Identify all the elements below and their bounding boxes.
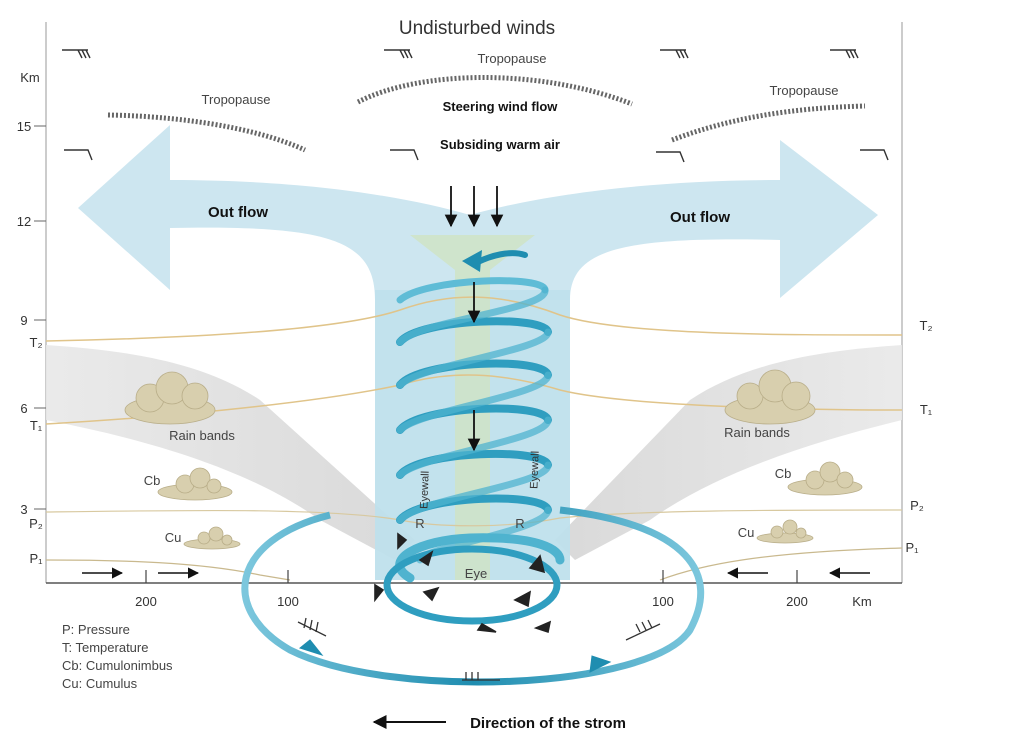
cloud-rainbands-left [124,371,216,425]
tropopause-center-line [356,75,633,107]
right-level-t2: T₂ [920,318,933,333]
cu-right-label: Cu [738,525,755,540]
tropopause-left-line [107,112,307,153]
eyewall-right-label: Eyewall [528,451,541,489]
wind-barb-icon [297,617,327,637]
y-axis-unit: Km [20,70,40,85]
wind-barb-icon [418,550,434,567]
cb-right-label: Cb [775,466,792,481]
steering-wind-label: Steering wind flow [443,99,559,114]
y-tick-12: 12 [17,214,31,229]
left-level-t2: T₂ [30,335,43,350]
legend-pressure: P: Pressure [62,622,130,637]
cloud-cu-right [756,519,814,544]
x-axis-ticks [145,570,798,583]
y-tick-9: 9 [20,313,27,328]
wind-barb-icon [656,151,685,163]
p2-line [45,509,903,527]
r-left-label: R [415,516,424,531]
y-tick-3: 3 [20,502,27,517]
wind-barb-icon [533,620,552,634]
tropopause-right-line [671,103,866,143]
wind-barb-icon [528,554,546,574]
wind-barb-icon [422,586,440,602]
diagram-title: Undisturbed winds [399,18,555,39]
subsiding-arrows [444,186,504,452]
right-level-p1: P₁ [905,540,919,555]
left-level-t1: T₁ [30,418,43,433]
x-tick-100-left: 100 [277,594,299,609]
legend-cumulus: Cu: Cumulus [62,676,138,691]
cb-left-label: Cb [144,473,161,488]
tropopause-right-label: Tropopause [770,83,839,98]
cloud-rainbands-right [724,369,816,425]
cu-left-label: Cu [165,530,182,545]
tropopause-center-label: Tropopause [478,51,547,66]
outflow-left-label: Out flow [208,204,268,221]
rain-band-left [46,345,415,560]
wind-barb-icon [62,49,91,59]
eyewall-left-label: Eyewall [418,471,431,509]
wind-barb-icon [384,49,413,59]
left-level-p2: P₂ [29,516,43,531]
left-level-p1: P₁ [29,551,43,566]
wind-barb-icon [830,49,859,59]
rainbands-left-label: Rain bands [169,428,235,443]
p1-line-right [659,547,903,581]
cloud-cb-left [157,467,233,501]
spiral-arrowhead-icon [462,250,482,272]
t2-line [45,296,903,342]
rain-band-right [555,345,902,560]
wind-barbs-upper [62,49,889,163]
inflow-ellipse [241,506,705,686]
legend-temperature: T: Temperature [62,640,148,655]
eye-label: Eye [465,566,487,581]
wind-barb-icon [625,619,661,641]
wind-barb-icon [476,622,497,633]
rainbands-right-label: Rain bands [724,425,790,440]
y-axis-ticks [34,125,46,510]
y-tick-6: 6 [20,401,27,416]
cloud-cu-left [183,526,241,550]
outflow-right-label: Out flow [670,209,730,226]
wind-barb-icon [462,672,500,681]
wind-barb-icon [513,590,532,608]
x-axis-unit: Km [852,594,872,609]
right-level-p2: P₂ [910,498,924,513]
right-level-t1: T₁ [920,402,933,417]
x-tick-200-left: 200 [135,594,157,609]
subsiding-air-label: Subsiding warm air [440,137,560,152]
inflow-arrowhead-left-icon [298,639,324,656]
y-tick-15: 15 [17,119,31,134]
x-tick-200-right: 200 [786,594,808,609]
r-right-label: R [515,516,524,531]
cloud-cb-right [787,461,863,496]
wind-barb-icon [374,583,385,603]
wind-barb-icon [860,149,889,161]
tropopause-left-label: Tropopause [202,92,271,107]
legend-cumulonimbus: Cb: Cumulonimbus [62,658,173,673]
wind-barb-icon [64,149,93,161]
wind-barb-icon [397,532,408,550]
wind-barb-icon [390,149,419,161]
wind-barbs-lower [374,532,552,634]
storm-direction-label: Direction of the strom [470,715,626,732]
inflow-arrowhead-right-icon [589,655,612,673]
x-tick-100-right: 100 [652,594,674,609]
wind-barb-icon [660,49,689,59]
